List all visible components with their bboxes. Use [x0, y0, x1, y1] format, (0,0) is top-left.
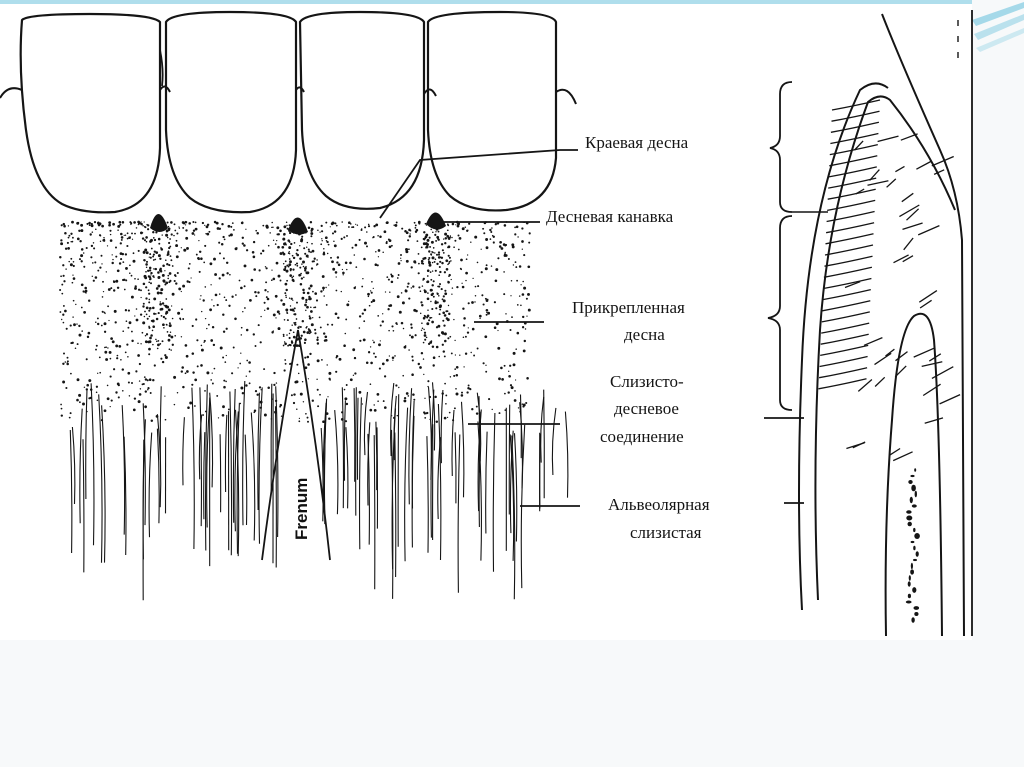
gingiva-cross-section: [764, 10, 973, 637]
brace-attached: [767, 215, 793, 411]
label-mucogingival-line3: соединение: [600, 427, 684, 446]
tissue-inner-contour: [814, 95, 956, 601]
teeth: [19, 10, 558, 214]
epithelial-rete-ridges: [818, 99, 961, 462]
tissue-outer-contour: [798, 82, 889, 611]
attached-gingiva-stippling: [59, 220, 531, 424]
tooth-3: [298, 10, 426, 210]
gingival-margin-scallops: [0, 85, 577, 105]
figure-area: [0, 0, 972, 640]
interdental-lines: [159, 36, 425, 90]
corner-decoration: [0, 0, 1024, 52]
tooth-4: [426, 10, 558, 212]
alveolar-mucosa-fibers: [69, 380, 569, 601]
label-alveolar-mucosa-line1: Альвеолярная: [608, 495, 710, 514]
label-mucogingival-line2: десневое: [614, 399, 679, 418]
brace-marginal: [769, 81, 793, 213]
label-gingival-groove: Десневая канавка: [546, 207, 674, 226]
frenum-label: Frenum: [292, 478, 311, 540]
label-attached-gingiva-line2: десна: [624, 325, 665, 344]
label-alveolar-mucosa-line2: слизистая: [630, 523, 702, 542]
label-mucogingival-line1: Слизисто-: [610, 372, 684, 391]
bone-marrow-spots: [905, 468, 920, 623]
tooth-2: [164, 10, 298, 214]
frenum-outline: [261, 329, 331, 561]
label-attached-gingiva-line1: Прикрепленная: [572, 298, 685, 317]
tooth-surface-line: [881, 13, 965, 637]
interdental-papillae: [150, 212, 446, 235]
bone-crest: [884, 312, 943, 637]
labels: Краевая десна Десневая канавка Прикрепле…: [546, 133, 710, 542]
leader-lines: [379, 149, 580, 507]
tooth-1: [19, 12, 162, 214]
label-marginal-gingiva: Краевая десна: [585, 133, 689, 152]
